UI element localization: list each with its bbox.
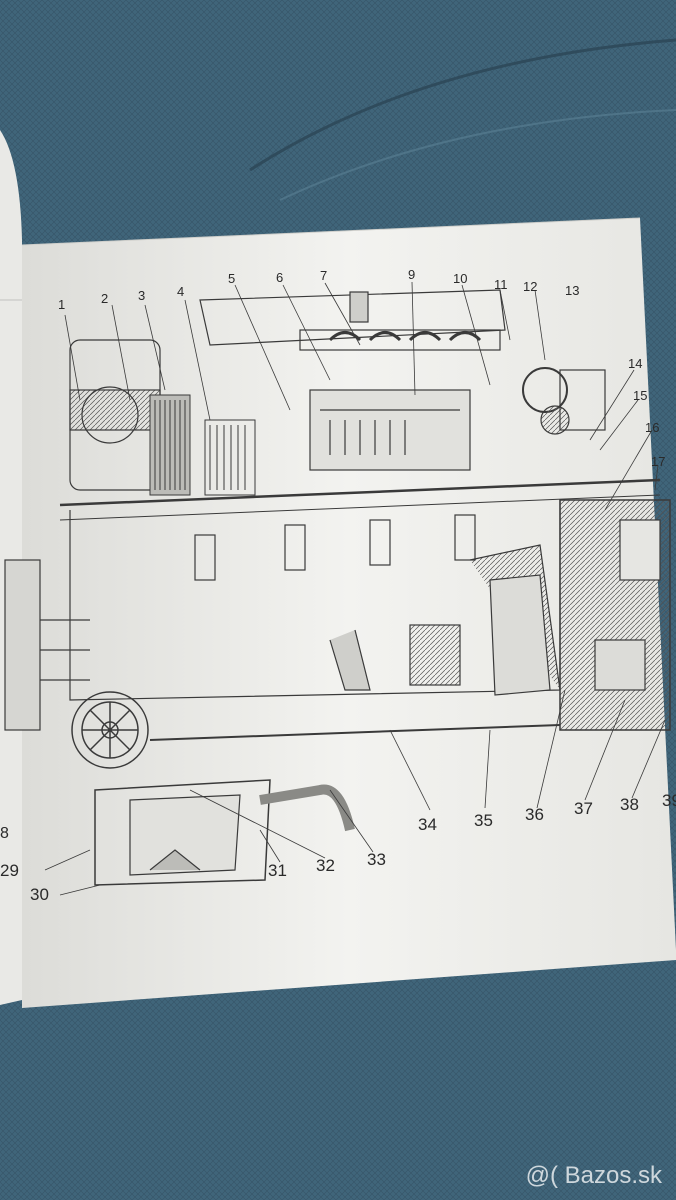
callout-4: 4	[177, 284, 185, 299]
callout-5: 5	[228, 271, 236, 286]
callout-29: 29	[0, 861, 19, 880]
callout-2: 2	[101, 291, 109, 306]
callout-17: 17	[651, 454, 666, 469]
callout-36: 36	[525, 805, 544, 824]
fan-pulley	[71, 691, 149, 769]
callout-10: 10	[453, 271, 468, 286]
callout-34: 34	[418, 815, 437, 834]
callout-15: 15	[633, 388, 648, 403]
engine-drawing	[4, 281, 671, 896]
callout-7: 7	[320, 268, 328, 283]
callout-38: 38	[620, 795, 639, 814]
callout-9: 9	[408, 267, 416, 282]
oil-pan	[94, 779, 271, 886]
callout-30: 30	[30, 885, 49, 904]
callout-3: 3	[138, 288, 146, 303]
callout-16: 16	[645, 420, 660, 435]
callout-8: 8	[0, 825, 9, 842]
callout-14: 14	[628, 356, 643, 371]
callout-35: 35	[474, 811, 493, 830]
callout-39: 39	[662, 791, 676, 810]
callout-1: 1	[58, 297, 66, 312]
sofa-cushion-seam	[249, 38, 676, 172]
callout-31: 31	[268, 861, 287, 880]
callout-32: 32	[316, 856, 335, 875]
callout-6: 6	[276, 270, 284, 285]
callout-11: 11	[494, 277, 508, 292]
callout-13: 13	[565, 283, 580, 298]
callout-12: 12	[523, 279, 538, 294]
callout-37: 37	[574, 799, 593, 818]
watermark-text: @( Bazos.sk	[525, 1162, 662, 1189]
callout-33: 33	[367, 850, 386, 869]
